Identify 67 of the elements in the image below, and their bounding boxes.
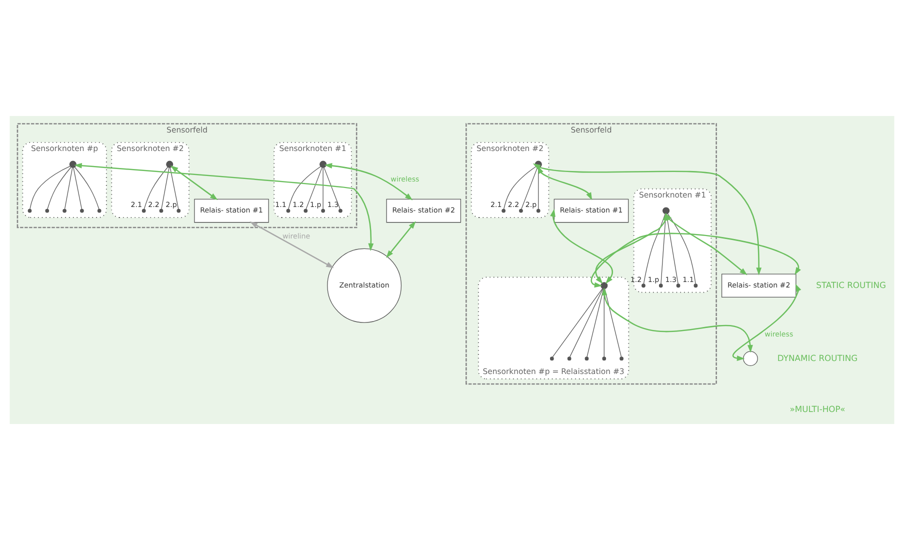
node-circle [80,208,84,212]
node-circle [303,208,308,212]
node-circle [662,206,670,214]
arrow [74,162,374,251]
node-circle [501,208,506,212]
connector [666,213,678,284]
node-circle [641,283,645,288]
connector [323,166,340,209]
connector [143,166,168,209]
node-circle [693,283,698,288]
arrow [601,287,752,352]
connector [29,165,70,209]
node-circle [536,208,540,212]
node-circle [68,160,76,168]
connector [288,166,320,209]
connector [666,212,696,284]
node-circle [584,356,588,360]
node-circle [27,208,32,212]
node-circle [566,356,571,360]
connector [305,166,322,209]
node-circle [286,208,290,212]
node-circle [320,208,324,212]
arrow [532,162,762,275]
connector [74,166,99,209]
connector [169,166,178,209]
node-circle [96,208,101,212]
node-circle [518,208,522,212]
node-circle [600,282,608,289]
label: DYNAMIC ROUTING [776,352,858,362]
arrow [732,283,801,360]
node-circle [338,208,342,212]
connector [64,166,72,209]
node-circle [176,208,180,212]
connector [642,213,665,284]
connector [502,166,536,209]
connector [604,288,622,357]
node-circle [141,208,146,212]
arrow [324,162,412,200]
connector [46,166,71,209]
node-circle [676,283,680,288]
connector [586,288,604,357]
arrow [249,220,334,268]
node-circle [319,160,326,168]
node-circle [742,350,758,366]
connector [160,166,169,209]
node-circle [619,356,623,360]
connector [322,166,323,209]
arrow [664,212,747,275]
label: STATIC ROUTING [816,279,886,290]
node-circle [158,208,163,212]
node-circle [550,356,554,360]
arrow [170,165,218,200]
connector [569,288,603,357]
node-circle [534,160,542,168]
node-circle [44,208,49,212]
label: »MULTI-HOP« [789,404,845,414]
node-circle [658,283,662,288]
connector [552,288,602,357]
node-circle [602,356,606,360]
connector [520,166,538,209]
connector [72,166,82,209]
node-circle [166,160,173,168]
node-circle [62,208,66,212]
arrow [590,232,800,288]
arrow [386,220,416,258]
arrow [550,208,612,284]
arrow [537,165,592,200]
